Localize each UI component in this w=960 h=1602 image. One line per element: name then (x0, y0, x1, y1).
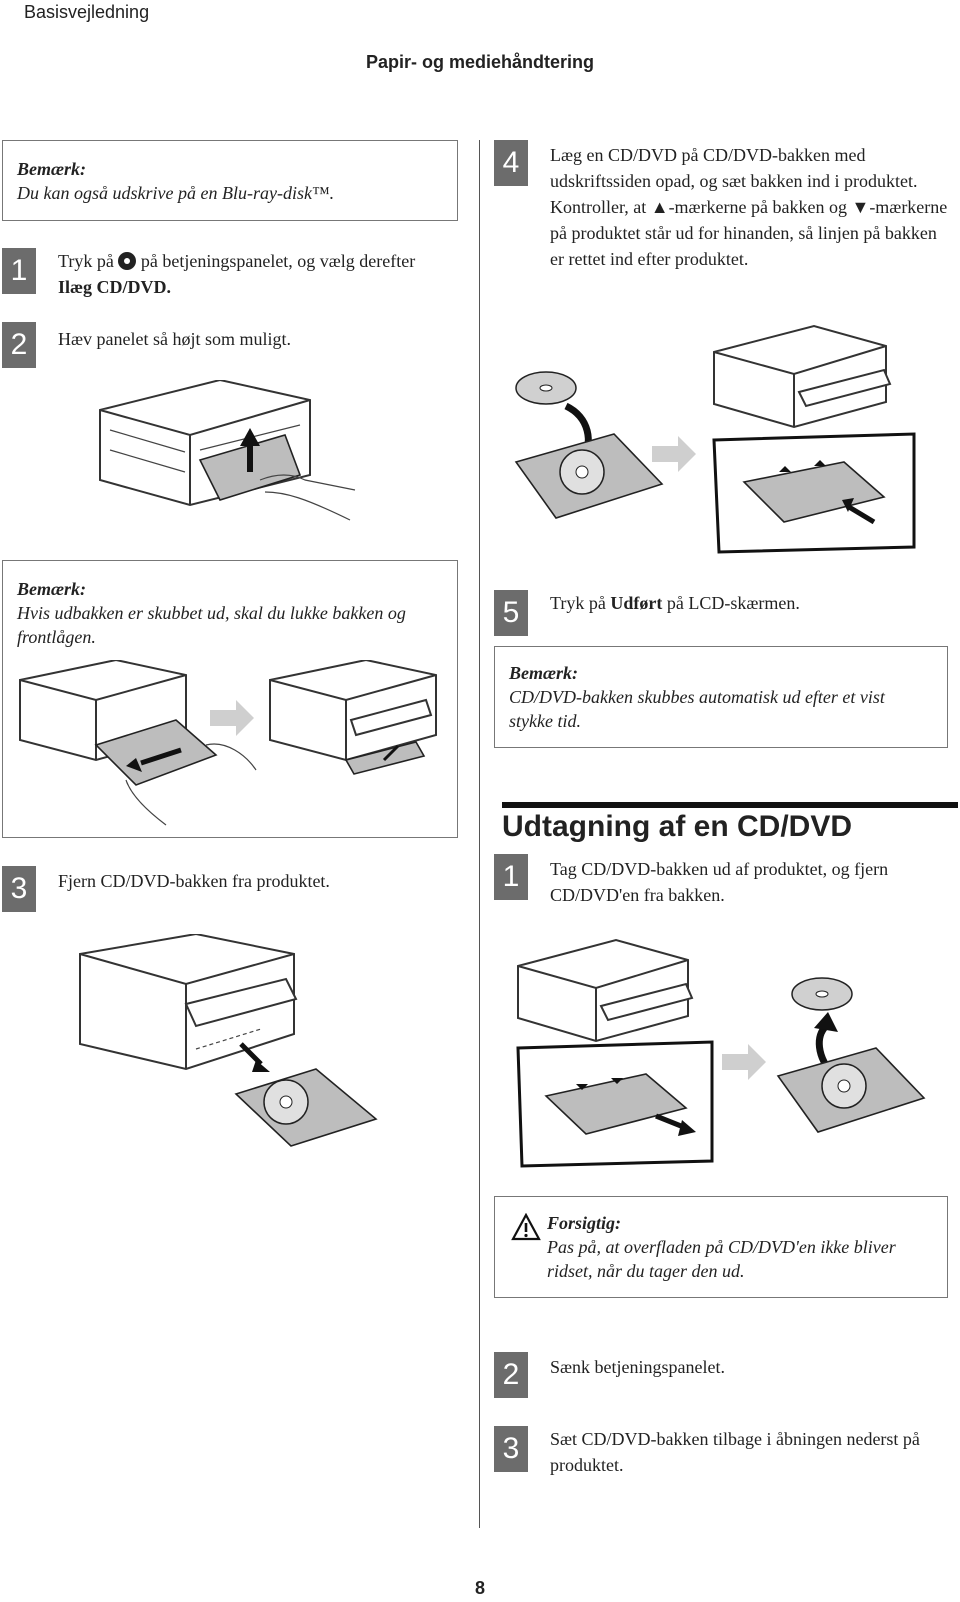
column-divider (479, 140, 480, 1528)
caution-text: Pas på, at overfladen på CD/DVD'en ikke … (547, 1237, 896, 1281)
cd-icon (118, 252, 137, 270)
removal-step-1-number: 1 (494, 854, 528, 900)
note-text: Du kan også udskrive på en Blu-ray-disk™… (17, 183, 335, 203)
step-2-number: 2 (2, 322, 36, 368)
caution-box: Forsigtig: Pas på, at overfladen på CD/D… (494, 1196, 948, 1298)
illustration-load-cd (514, 324, 916, 554)
illustration-take-out-cd (516, 938, 926, 1168)
removal-step-2-text: Sænk betjeningspanelet. (550, 1357, 725, 1377)
step-4-number: 4 (494, 140, 528, 186)
step-1-text: Tryk på på betjeningspanelet, og vælg de… (58, 248, 458, 300)
document-title: Basisvejledning (24, 2, 150, 22)
note2-title: Bemærk: (17, 579, 86, 599)
removal-step-3-number: 3 (494, 1426, 528, 1472)
step-5-text-before: Tryk på (550, 593, 606, 613)
section-heading: Udtagning af en CD/DVD (502, 802, 958, 844)
illustration-close-tray (19, 660, 437, 826)
step-5-number: 5 (494, 590, 528, 636)
step-5-text: Tryk på Udført på LCD-skærmen. (550, 590, 800, 616)
illustration-raise-panel (99, 380, 356, 521)
step-5-text-after: på LCD-skærmen. (666, 593, 800, 613)
note3-text: CD/DVD-bakken skubbes automatisk ud efte… (509, 687, 885, 731)
note-auto-eject: Bemærk: CD/DVD-bakken skubbes automatisk… (494, 646, 948, 748)
note2-text: Hvis udbakken er skubbet ud, skal du luk… (17, 603, 406, 647)
step-1-text-before: Tryk på (58, 251, 114, 271)
step-3-text: Fjern CD/DVD-bakken fra produktet. (58, 871, 330, 891)
step-1-number: 1 (2, 248, 36, 294)
warning-icon (511, 1212, 541, 1247)
step-4-text: Læg en CD/DVD på CD/DVD-bakken med udskr… (550, 145, 948, 269)
note-title: Bemærk: (17, 159, 86, 179)
illustration-remove-tray (79, 934, 378, 1147)
removal-step-2-number: 2 (494, 1352, 528, 1398)
section-title: Papir- og mediehåndtering (365, 52, 595, 72)
note3-title: Bemærk: (509, 663, 578, 683)
step-5-bold: Udført (610, 593, 663, 613)
page-number: 8 (474, 1578, 485, 1598)
step-1-bold: Ilæg CD/DVD. (58, 277, 172, 297)
removal-step-3-text: Sæt CD/DVD-bakken tilbage i åbningen ned… (550, 1429, 920, 1475)
step-1-text-after: på betjeningspanelet, og vælg derefter (140, 251, 416, 271)
step-3-number: 3 (2, 866, 36, 912)
note-bluray: Bemærk: Du kan også udskrive på en Blu-r… (2, 140, 458, 221)
caution-title: Forsigtig: (547, 1213, 622, 1233)
step-2-text: Hæv panelet så højt som muligt. (58, 329, 291, 349)
removal-step-1-text: Tag CD/DVD-bakken ud af produktet, og fj… (550, 859, 889, 905)
